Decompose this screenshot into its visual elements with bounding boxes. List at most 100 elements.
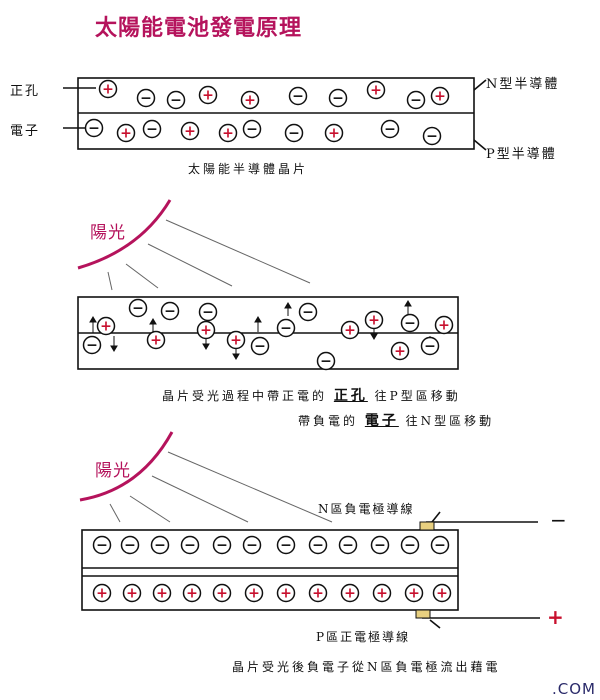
wafer-caption: 太陽能半導體晶片 <box>188 162 309 176</box>
svg-text:−: − <box>184 538 196 554</box>
minus-charge-icon: − <box>82 335 102 355</box>
minus-charge-icon: − <box>422 126 442 146</box>
plus-charge-icon: + <box>432 583 452 603</box>
svg-text:+: + <box>394 344 406 360</box>
minus-charge-icon: − <box>120 535 140 555</box>
plus-charge-icon: + <box>146 330 166 350</box>
svg-text:−: − <box>170 93 182 109</box>
n-type-leader <box>473 79 487 91</box>
plus-charge-icon: + <box>340 583 360 603</box>
svg-text:−: − <box>404 316 416 332</box>
svg-text:+: + <box>96 586 108 602</box>
svg-text:−: − <box>424 339 436 355</box>
svg-text:−: − <box>254 339 266 355</box>
svg-text:+: + <box>280 586 292 602</box>
svg-text:−: − <box>342 538 354 554</box>
plus-charge-icon: + <box>340 320 360 340</box>
svg-text:−: − <box>410 93 422 109</box>
svg-text:+: + <box>126 586 138 602</box>
sun-arc-icon <box>77 199 172 270</box>
minus-charge-icon: − <box>198 302 218 322</box>
plus-charge-icon: + <box>244 583 264 603</box>
diagram-title: 太陽能電池發電原理 <box>95 16 303 41</box>
svg-text:+: + <box>436 586 448 602</box>
plus-charge-icon: + <box>366 80 386 100</box>
svg-text:+: + <box>186 586 198 602</box>
svg-text:−: − <box>154 538 166 554</box>
svg-text:+: + <box>184 124 196 140</box>
minus-charge-icon: − <box>316 351 336 371</box>
svg-text:+: + <box>200 323 212 339</box>
svg-text:+: + <box>438 318 450 334</box>
svg-text:+: + <box>156 586 168 602</box>
svg-text:+: + <box>150 333 162 349</box>
minus-charge-icon: − <box>84 118 104 138</box>
plus-charge-icon: + <box>308 583 328 603</box>
svg-text:+: + <box>408 586 420 602</box>
svg-text:−: − <box>132 301 144 317</box>
sunlight-label-2: 陽光 <box>95 461 131 481</box>
electron-term: 電子 <box>364 413 399 429</box>
caption-electron-move: 帶負電的 電子 往N型區移動 <box>298 413 495 429</box>
electron-label: 電子 <box>10 124 41 139</box>
plus-charge-icon: + <box>116 123 136 143</box>
plus-charge-icon: + <box>152 583 172 603</box>
svg-text:+: + <box>248 586 260 602</box>
svg-text:−: − <box>86 338 98 354</box>
minus-charge-icon: − <box>250 336 270 356</box>
minus-charge-icon: − <box>160 301 180 321</box>
svg-text:−: − <box>288 126 300 142</box>
svg-text:+: + <box>328 126 340 142</box>
svg-text:+: + <box>244 93 256 109</box>
plus-charge-icon: + <box>212 583 232 603</box>
hole-label: 正孔 <box>10 84 41 99</box>
plus-charge-icon: + <box>196 320 216 340</box>
minus-charge-icon: − <box>166 90 186 110</box>
plus-charge-icon: + <box>372 583 392 603</box>
svg-text:−: − <box>164 304 176 320</box>
plus-charge-icon: + <box>404 583 424 603</box>
svg-text:−: − <box>292 89 304 105</box>
minus-charge-icon: − <box>284 123 304 143</box>
minus-charge-icon: − <box>328 88 348 108</box>
svg-text:−: − <box>280 538 292 554</box>
minus-charge-icon: − <box>212 535 232 555</box>
plus-charge-icon: + <box>434 315 454 335</box>
minus-charge-icon: − <box>242 535 262 555</box>
svg-text:+: + <box>202 88 214 104</box>
caption-hole-move: 晶片受光過程中帶正電的 正孔 往P型區移動 <box>162 388 461 404</box>
plus-charge-icon: + <box>240 90 260 110</box>
svg-text:+: + <box>222 126 234 142</box>
svg-text:−: − <box>202 305 214 321</box>
plus-charge-icon: + <box>430 86 450 106</box>
minus-charge-icon: − <box>298 302 318 322</box>
svg-text:−: − <box>332 91 344 107</box>
wafer-panel-3 <box>81 529 459 611</box>
svg-text:−: − <box>384 122 396 138</box>
svg-text:+: + <box>216 586 228 602</box>
plus-charge-icon: + <box>98 79 118 99</box>
svg-text:−: − <box>140 91 152 107</box>
minus-charge-icon: − <box>180 535 200 555</box>
plus-charge-icon: + <box>198 85 218 105</box>
plus-charge-icon: + <box>364 310 384 330</box>
svg-text:+: + <box>368 313 380 329</box>
hole-term: 正孔 <box>333 388 368 404</box>
svg-text:−: − <box>280 321 292 337</box>
minus-charge-icon: − <box>136 88 156 108</box>
minus-charge-icon: − <box>400 313 420 333</box>
plus-terminal: + <box>547 605 564 629</box>
p-type-label: P型半導體 <box>486 147 557 162</box>
plus-charge-icon: + <box>218 123 238 143</box>
svg-text:+: + <box>312 586 324 602</box>
svg-text:+: + <box>120 126 132 142</box>
watermark: .COM <box>552 680 596 698</box>
svg-text:−: − <box>312 538 324 554</box>
svg-text:−: − <box>434 538 446 554</box>
svg-text:+: + <box>344 323 356 339</box>
svg-text:−: − <box>426 129 438 145</box>
svg-text:−: − <box>88 121 100 137</box>
minus-charge-icon: − <box>420 336 440 356</box>
minus-charge-icon: − <box>370 535 390 555</box>
